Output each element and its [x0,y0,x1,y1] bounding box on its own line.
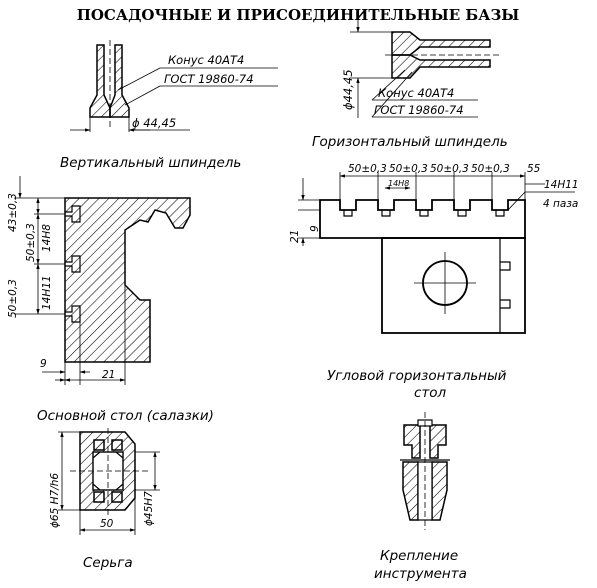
angular-slots-label: 4 паза [543,198,578,210]
earring-caption: Серьга [83,555,133,571]
horizontal-spindle-caption: Горизонтальный шпиндель [312,134,508,150]
angular-dim-4: 50±0,3 [471,163,510,175]
earring-d65-label: ϕ65 H7/h6 [49,473,61,528]
main-table-14h8: 14H8 [41,224,53,252]
horizontal-diameter-label: ϕ44,45 [341,69,355,110]
main-table-dim-43: 43±0,3 [7,193,19,232]
angular-table-caption-line1: Угловой горизонтальный [327,368,507,384]
earring-drawing [58,428,160,535]
angular-table-body [381,237,526,334]
horizontal-spindle-lower-half [391,54,491,79]
angular-table-top-plate [319,199,526,239]
angular-dim-55: 55 [527,163,541,175]
vertical-gost-label: ГОСТ 19860-74 [164,72,254,86]
angular-dim-2: 50±0,3 [389,163,428,175]
horizontal-cone-label: Конус 40АТ4 [378,86,454,100]
tool-mount-caption-line1: Крепление [380,548,458,564]
main-table-caption: Основной стол (салазки) [37,408,214,424]
angular-dim-3: 50±0,3 [430,163,469,175]
angular-14h11-label: 14H11 [544,179,579,191]
angular-21-label: 21 [289,230,301,243]
main-table-drawing [14,176,191,385]
vertical-diameter-label: ϕ 44,45 [132,116,176,130]
vertical-spindle-drawing [70,40,278,132]
earring-50-label: 50 [100,518,114,530]
tool-mount-drawing [400,412,450,530]
vertical-spindle-left-half [89,44,111,118]
main-table-14h11: 14H11 [41,275,53,310]
main-table-9: 9 [40,358,47,370]
tool-mount-caption-line2: инструмента [374,566,467,582]
angular-9-label: 9 [309,225,321,232]
angular-14h8-label: 14H8 [388,179,409,188]
horizontal-gost-label: ГОСТ 19860-74 [374,103,464,117]
horizontal-spindle-drawing [350,20,500,118]
page-title: ПОСАДОЧНЫЕ И ПРИСОЕДИНИТЕЛЬНЫЕ БАЗЫ [77,6,520,24]
angular-table-drawing [298,172,575,334]
vertical-cone-label: Конус 40АТ4 [168,53,244,67]
main-table-section [64,197,191,363]
vertical-spindle-caption: Вертикальный шпиндель [60,155,241,171]
earring-d45-label: ϕ45H7 [143,491,155,526]
main-table-dim-50a: 50±0,3 [25,223,37,262]
angular-table-caption-line2: стол [414,385,447,401]
main-table-21: 21 [102,369,115,381]
vertical-spindle-right-half [109,44,130,118]
angular-dim-1: 50±0,3 [348,163,387,175]
horizontal-spindle-upper-half [391,31,491,56]
main-table-dim-50b: 50±0,3 [7,279,19,318]
